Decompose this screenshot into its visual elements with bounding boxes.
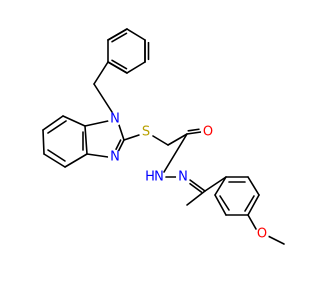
bond-bz-3 <box>42 129 45 155</box>
bond-ar-5 <box>214 194 227 216</box>
bond-bz-inner-1 <box>47 120 67 134</box>
bond-ph1-1d-inner <box>111 32 128 43</box>
bond-ch2-ph <box>93 61 109 85</box>
bond-ph1-2 <box>126 28 146 41</box>
atom-n1: N <box>108 112 122 127</box>
bond-ar-2 <box>247 176 260 196</box>
atom-nh: H N <box>145 169 164 185</box>
bond-ar-inner-2 <box>244 195 255 212</box>
bond-o-me <box>267 235 285 245</box>
bond-c-nh <box>163 133 188 173</box>
bond-bz-2 <box>42 115 64 131</box>
atom-o-methoxy-label: O <box>257 227 267 242</box>
molecule-structure: N N S O H N N O <box>42 28 285 245</box>
bond-n-c <box>189 179 206 192</box>
bond-ph1-5d-inner <box>111 59 128 70</box>
bond-n-c-inner <box>189 182 203 193</box>
atom-nh-label: H <box>145 170 155 185</box>
bond-c2-s <box>123 134 140 141</box>
atom-o-methoxy: O <box>255 227 269 242</box>
bond-n1-c2 <box>118 124 125 141</box>
bond-c3a-c7a <box>84 125 88 155</box>
atom-labels: N N S O H N N O <box>108 112 269 242</box>
atom-n1-label: N <box>110 112 120 127</box>
atom-nh-n-label: N <box>154 170 164 185</box>
bonds <box>42 28 285 245</box>
bond-ch2-co <box>167 133 188 146</box>
bond-c2-n3-inner <box>115 139 122 151</box>
bond-bz-1 <box>62 115 86 127</box>
bond-bz-5 <box>64 153 88 168</box>
bond-c-ar <box>204 176 227 192</box>
bond-c-me <box>186 190 206 206</box>
bond-c7a-n1 <box>84 120 109 127</box>
bond-bz-4 <box>43 153 66 168</box>
atom-s: S <box>139 125 153 140</box>
bond-ar-6 <box>214 176 227 196</box>
atom-s-label: S <box>142 125 150 140</box>
bond-n3-c3a <box>86 153 109 158</box>
atom-n3-label: N <box>110 150 120 165</box>
atom-n3: N <box>108 150 122 165</box>
bond-ph1-5d <box>107 61 128 74</box>
bond-ar-3 <box>247 194 260 216</box>
bond-ch2-n1 <box>93 83 113 113</box>
bond-bz-inner-2 <box>47 149 66 162</box>
bond-ar-inner-3 <box>219 195 230 211</box>
bond-co-inner <box>187 128 200 132</box>
bond-ar-o <box>247 214 257 230</box>
atom-n-imine-label: N <box>178 170 188 185</box>
bond-c2-n3 <box>117 139 125 153</box>
atom-n-imine: N <box>176 170 190 185</box>
bond-ph1-4 <box>126 61 146 74</box>
bond-co <box>186 131 202 135</box>
bond-s-ch2 <box>152 135 169 146</box>
atom-o-carbonyl-label: O <box>203 125 213 140</box>
bond-ph1-1d <box>107 28 128 41</box>
atom-o-carbonyl: O <box>201 125 215 140</box>
